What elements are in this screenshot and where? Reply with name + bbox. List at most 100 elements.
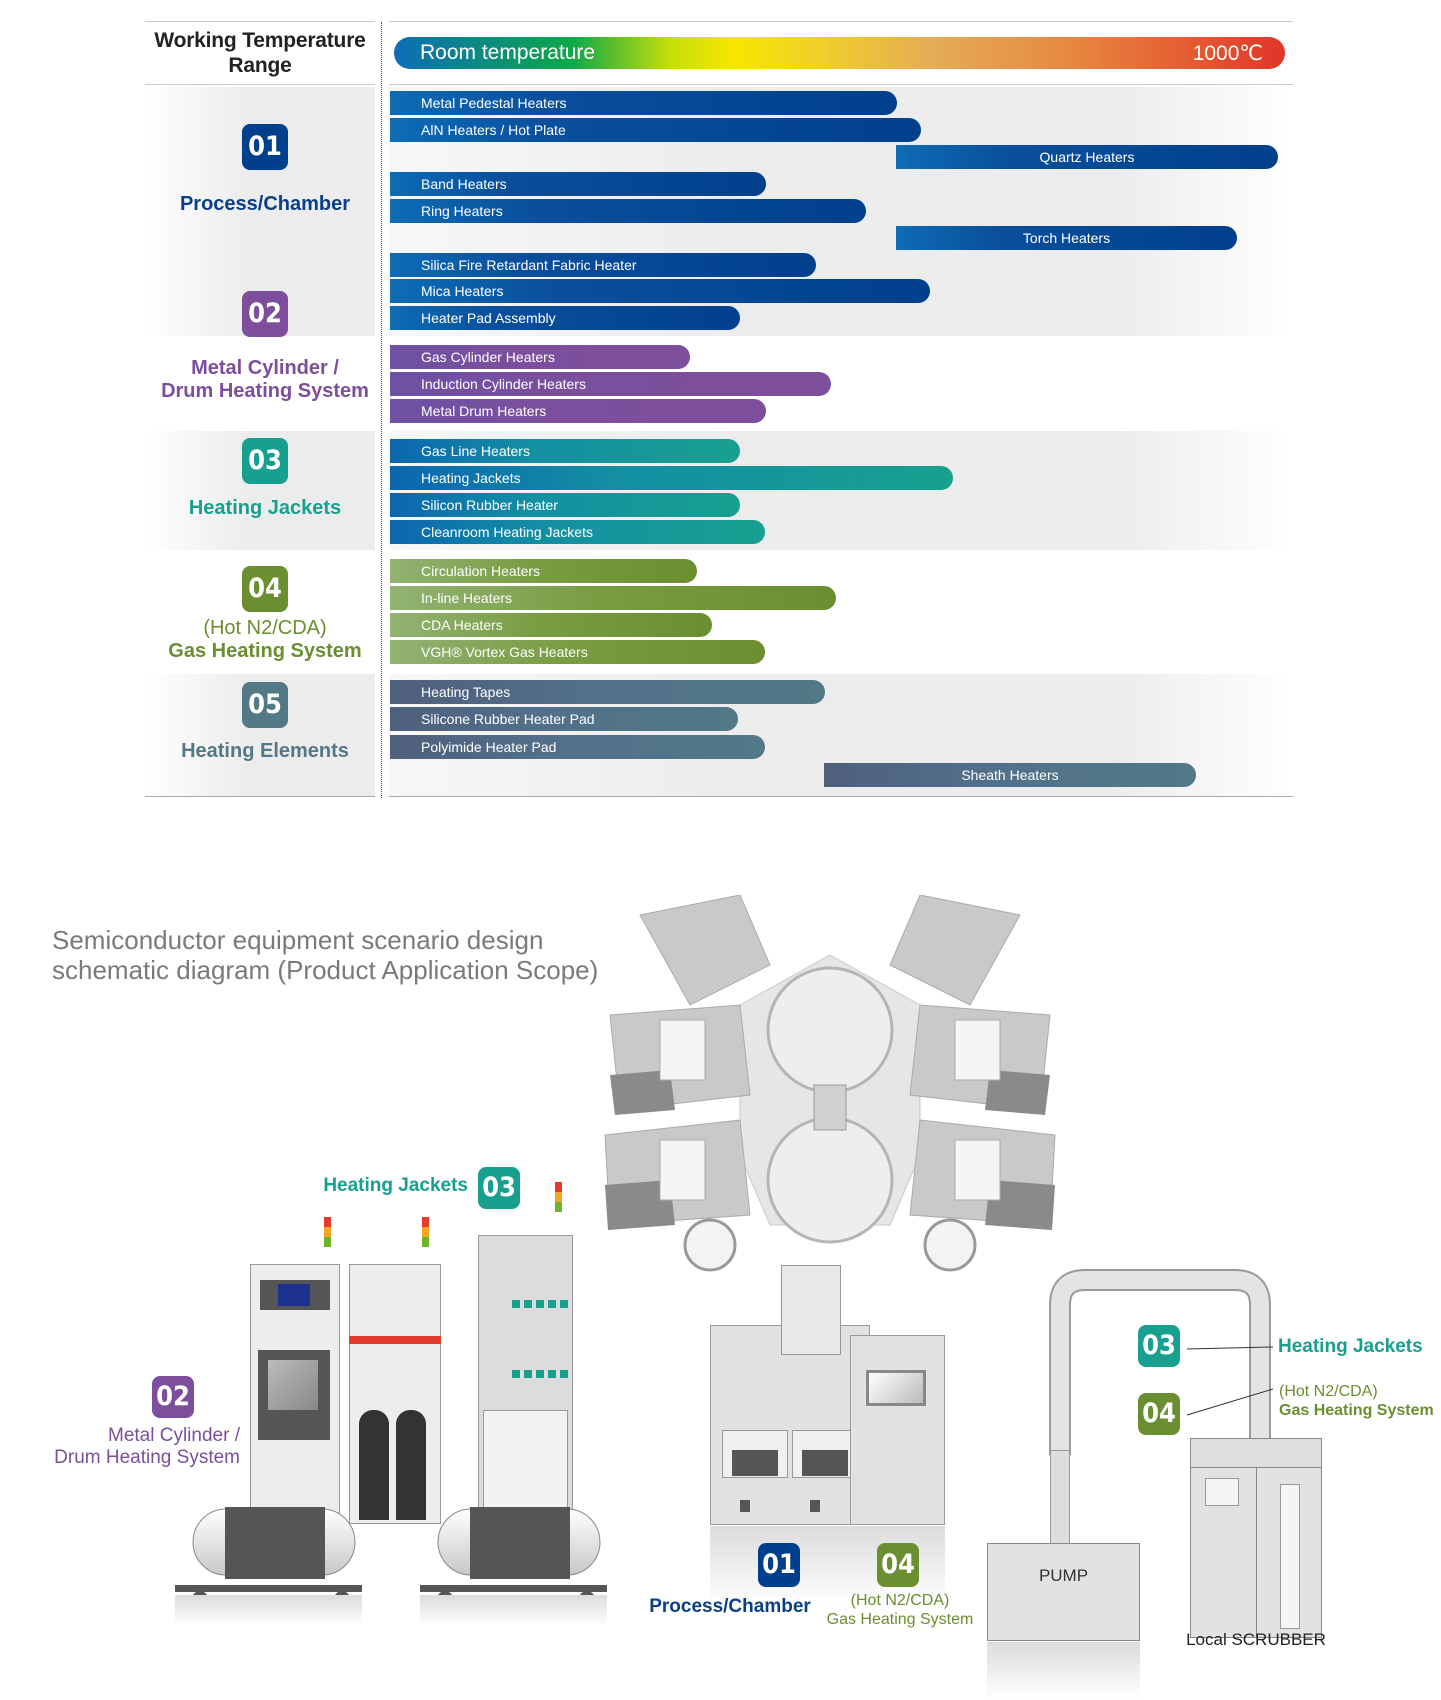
bar-aln-heaters: AlN Heaters / Hot Plate <box>390 118 921 142</box>
bar-band-heaters: Band Heaters <box>390 172 766 196</box>
callout-badge-04: 04 <box>877 1543 919 1587</box>
section-badge-03: 03 <box>242 438 288 484</box>
divider <box>145 21 375 22</box>
bar-mica-heaters: Mica Heaters <box>390 279 930 303</box>
indicator <box>810 1500 820 1512</box>
gas-cylinder <box>396 1410 426 1520</box>
bar-sheath-heaters: Sheath Heaters <box>824 763 1196 787</box>
scrubber-top-panel <box>1190 1438 1322 1468</box>
signal-tower <box>555 1182 562 1212</box>
bar-silicone-rubber-heater-pad: Silicone Rubber Heater Pad <box>390 707 738 731</box>
temperature-scale: Room temperature 1000℃ <box>394 37 1285 69</box>
indicator <box>740 1500 750 1512</box>
valve-box-lower <box>483 1410 568 1520</box>
bar-silicon-rubber-heater: Silicon Rubber Heater <box>390 493 740 517</box>
callout-badge-01: 01 <box>758 1543 800 1587</box>
section-badge-01: 01 <box>242 124 288 170</box>
title-line: schematic diagram (Product Application S… <box>52 955 599 985</box>
bar-inline-heaters: In-line Heaters <box>390 586 836 610</box>
section-label-heating-jackets: Heating Jackets <box>188 497 342 519</box>
callout-label-heating-jackets-top: Heating Jackets <box>323 1175 468 1196</box>
divider <box>145 84 375 85</box>
label-line: (Hot N2/CDA) <box>203 617 327 639</box>
cabinet-window <box>268 1360 318 1410</box>
control-screen <box>278 1284 310 1306</box>
callout-label-heating-jackets-right: Heating Jackets <box>1278 1336 1423 1357</box>
bar-torch-heaters: Torch Heaters <box>896 226 1237 250</box>
scrubber-window <box>1280 1484 1300 1629</box>
bar-heating-jackets: Heating Jackets <box>390 466 953 490</box>
label-line: Gas Heating System <box>826 1611 974 1628</box>
callout-label-gas-heating: (Hot N2/CDA) Gas Heating System <box>820 1591 980 1629</box>
chart-title: Working Temperature Range <box>154 29 366 77</box>
callout-label-gas-heating-right: (Hot N2/CDA) Gas Heating System <box>1279 1382 1434 1420</box>
port-window <box>802 1450 848 1476</box>
exhaust-pipe <box>1049 1269 1271 1455</box>
column-separator <box>381 22 382 798</box>
bar-heater-pad-assembly: Heater Pad Assembly <box>390 306 740 330</box>
label-line: Metal Cylinder / <box>191 357 339 379</box>
divider <box>389 796 1293 797</box>
section-badge-02: 02 <box>242 291 288 337</box>
label-line: Gas Heating System <box>168 640 362 662</box>
bar-gas-line-heaters: Gas Line Heaters <box>390 439 740 463</box>
gas-heater-cabinet <box>850 1335 945 1525</box>
gas-cylinder <box>359 1410 389 1520</box>
label-line: Drum Heating System <box>54 1447 240 1468</box>
scale-min-label: Room temperature <box>420 41 596 64</box>
cabinet-screen <box>866 1370 926 1406</box>
signal-tower <box>324 1217 331 1247</box>
section-badge-04: 04 <box>242 566 288 612</box>
bar-polyimide-heater-pad: Polyimide Heater Pad <box>390 735 765 759</box>
chamber-stack <box>781 1265 841 1355</box>
bar-quartz-heaters: Quartz Heaters <box>896 145 1278 169</box>
floor-shadow <box>987 1642 1140 1700</box>
pump-label: PUMP <box>1038 1566 1089 1585</box>
scrubber-door-split <box>1256 1468 1257 1638</box>
bar-heating-tapes: Heating Tapes <box>390 680 825 704</box>
bar-metal-pedestal-heaters: Metal Pedestal Heaters <box>390 91 897 115</box>
floor-shadow <box>175 1595 362 1625</box>
process-chamber-unit <box>710 1325 870 1525</box>
teal-valves <box>512 1300 568 1378</box>
pump-unit <box>987 1543 1140 1641</box>
bar-cda-heaters: CDA Heaters <box>390 613 712 637</box>
callout-badge-03-right: 03 <box>1138 1325 1180 1367</box>
cluster-tool-illustration <box>604 895 1056 1272</box>
bar-silica-fabric-heater: Silica Fire Retardant Fabric Heater <box>390 253 816 277</box>
section-label-gas-heating: (Hot N2/CDA) Gas Heating System <box>145 617 385 663</box>
diagram-title: Semiconductor equipment scenario design … <box>52 925 598 985</box>
label-line: (Hot N2/CDA) <box>850 1592 950 1609</box>
callout-label-metal-cylinder: Metal Cylinder / Drum Heating System <box>25 1425 240 1469</box>
pump-inlet <box>1050 1450 1070 1545</box>
divider <box>389 21 1293 22</box>
label-line: Gas Heating System <box>1279 1402 1434 1419</box>
port-window <box>732 1450 778 1476</box>
section-label-metal-cylinder: Metal Cylinder / Drum Heating System <box>145 357 385 403</box>
leader-lines <box>1186 1346 1274 1416</box>
section-badge-05: 05 <box>242 682 288 728</box>
bar-ring-heaters: Ring Heaters <box>390 199 866 223</box>
bar-cleanroom-heating-jackets: Cleanroom Heating Jackets <box>390 520 765 544</box>
callout-label-process-chamber: Process/Chamber <box>649 1596 811 1617</box>
bar-metal-drum-heaters: Metal Drum Heaters <box>390 399 766 423</box>
divider <box>145 796 375 797</box>
label-line: (Hot N2/CDA) <box>1279 1383 1378 1400</box>
cabinet-red-strip <box>349 1336 441 1344</box>
section-label-process-chamber: Process/Chamber <box>179 193 351 215</box>
bar-induction-cylinder-heaters: Induction Cylinder Heaters <box>390 372 831 396</box>
scale-max-label: 1000℃ <box>1192 42 1263 65</box>
bar-gas-cylinder-heaters: Gas Cylinder Heaters <box>390 345 690 369</box>
section-label-heating-elements: Heating Elements <box>181 740 349 762</box>
callout-badge-03-top: 03 <box>478 1167 520 1209</box>
signal-tower <box>422 1217 429 1247</box>
bar-circulation-heaters: Circulation Heaters <box>390 559 697 583</box>
scrubber-label: Local SCRUBBER <box>1186 1630 1326 1649</box>
label-line: Metal Cylinder / <box>108 1425 240 1446</box>
callout-badge-04-right: 04 <box>1138 1393 1180 1435</box>
title-line: Semiconductor equipment scenario design <box>52 925 544 955</box>
scrubber-panel <box>1205 1478 1239 1506</box>
divider <box>389 84 1293 85</box>
bar-vgh-vortex-gas-heaters: VGH® Vortex Gas Heaters <box>390 640 765 664</box>
label-line: Drum Heating System <box>161 380 369 402</box>
